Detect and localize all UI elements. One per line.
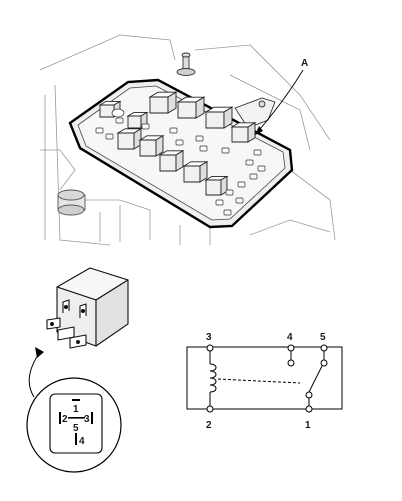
relay-block [158,150,185,172]
terminal-2-label: 2 [206,420,212,431]
face-pin-5: 5 [73,423,79,434]
mounting-stud [176,52,196,76]
fuse [225,189,234,196]
view-arrow [28,347,44,398]
pin-1-bar [72,399,80,401]
reservoir-cap [57,189,86,216]
relay-face-view: 1 2 5 3 4 [26,377,122,473]
fuse [223,209,232,216]
engine-bay-background [39,34,336,246]
relay-block [182,161,209,183]
fuse [215,199,224,206]
face-pin-4: 4 [79,436,85,447]
coil-linkage [217,378,301,384]
callout-a: A [254,58,308,136]
callout-label: A [301,58,308,69]
fuse [199,145,208,152]
fuse [235,197,244,204]
relay-block [204,106,234,129]
fuse [169,127,178,134]
fuse [221,147,230,154]
fuse [249,173,258,180]
switch-arm [308,365,323,393]
face-pin-2: 2 [62,414,68,425]
pin-5-bar [68,417,85,419]
pin-4-bar [75,433,77,445]
schematic-labels: 3 4 5 2 1 [206,332,326,431]
fuse [141,123,150,130]
fuse [105,133,114,140]
fuse [115,117,124,124]
face-pin-3: 3 [84,414,90,425]
fuse [175,139,184,146]
schematic-frame [186,346,343,410]
terminal-3-node [206,344,214,352]
face-pin-1: 1 [73,404,79,415]
coil-symbol [209,363,217,393]
terminal-5-label: 5 [320,332,326,343]
terminal-1-label: 1 [305,420,311,431]
box-bracket [234,97,276,129]
terminal-boss [111,108,125,118]
fuse [253,149,262,156]
terminal-2-node [206,405,214,413]
pin-2-bar [59,412,61,424]
relay-block [204,175,229,196]
terminal-4-node [287,344,295,352]
fuse [195,135,204,142]
fuse [245,159,254,166]
pin-3-bar [91,412,93,424]
fuse [95,127,104,134]
terminal-5-node [320,344,328,352]
relay-block [148,91,178,114]
fuse-relay-box [68,78,294,229]
relay-block [230,122,257,143]
terminal-1-node [305,405,313,413]
fuse [257,165,266,172]
terminal-3-label: 3 [206,332,212,343]
fuse [237,181,246,188]
relay-block [176,96,206,119]
relay-3d-drawing [46,267,129,349]
terminal-4-label: 4 [287,332,293,343]
relay-schematic [186,344,343,413]
relay-block [138,135,165,157]
relay-block [116,128,143,150]
